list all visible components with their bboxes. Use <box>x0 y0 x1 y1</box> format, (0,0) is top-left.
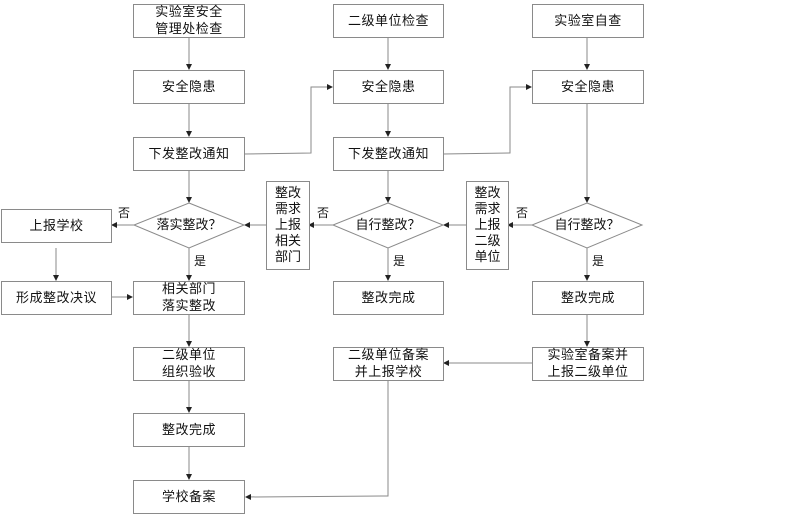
node-c1-safety-hazard: 安全隐患 <box>133 70 245 104</box>
node-c1-issue-notice: 下发整改通知 <box>133 137 245 171</box>
decision-diamond-c2 <box>331 202 445 249</box>
node-unit-record: 二级单位备案 并上报学校 <box>333 347 444 381</box>
c3-no-label: 否 <box>516 206 529 220</box>
node-report-school: 上报学校 <box>1 209 112 243</box>
node-c2-done: 整改完成 <box>333 281 444 315</box>
arrow-c2-notice-c3-hazard <box>442 84 532 155</box>
decision-diamond-c1 <box>132 202 246 249</box>
c2-no-label: 否 <box>317 206 330 220</box>
node-lab-record: 实验室备案并 上报二级单位 <box>532 347 644 381</box>
node-dept-rectify: 相关部门 落实整改 <box>133 281 245 315</box>
decision-diamond-c3 <box>530 202 644 249</box>
arrow-c1-notice-c2-hazard <box>243 84 333 155</box>
node-unit-acceptance: 二级单位 组织验收 <box>133 347 245 381</box>
arrow-c2-record-school <box>245 380 389 500</box>
node-c2-safety-hazard: 安全隐患 <box>333 70 444 104</box>
c1-no-label: 否 <box>118 206 131 220</box>
node-escalate-unit: 整改 需求 上报 二级 单位 <box>466 181 509 270</box>
decision-c2-label: 自行整改？ <box>355 218 421 233</box>
decision-c3-label: 自行整改？ <box>554 218 620 233</box>
c1-yes-label: 是 <box>194 254 207 268</box>
node-escalate-dept: 整改 需求 上报 相关 部门 <box>266 181 310 270</box>
node-c3-done: 整改完成 <box>532 281 644 315</box>
node-c1-done: 整改完成 <box>133 413 245 447</box>
c3-yes-label: 是 <box>592 254 605 268</box>
decision-c1-label: 落实整改？ <box>156 218 222 233</box>
node-safety-office-inspection: 实验室安全 管理处检查 <box>133 4 245 38</box>
c2-yes-label: 是 <box>393 254 406 268</box>
node-lab-self-check: 实验室自查 <box>532 4 644 38</box>
node-school-record: 学校备案 <box>133 480 245 514</box>
node-unit-inspection: 二级单位检查 <box>333 4 444 38</box>
node-c3-safety-hazard: 安全隐患 <box>532 70 644 104</box>
node-form-decision: 形成整改决议 <box>1 281 112 315</box>
node-c2-issue-notice: 下发整改通知 <box>333 137 444 171</box>
